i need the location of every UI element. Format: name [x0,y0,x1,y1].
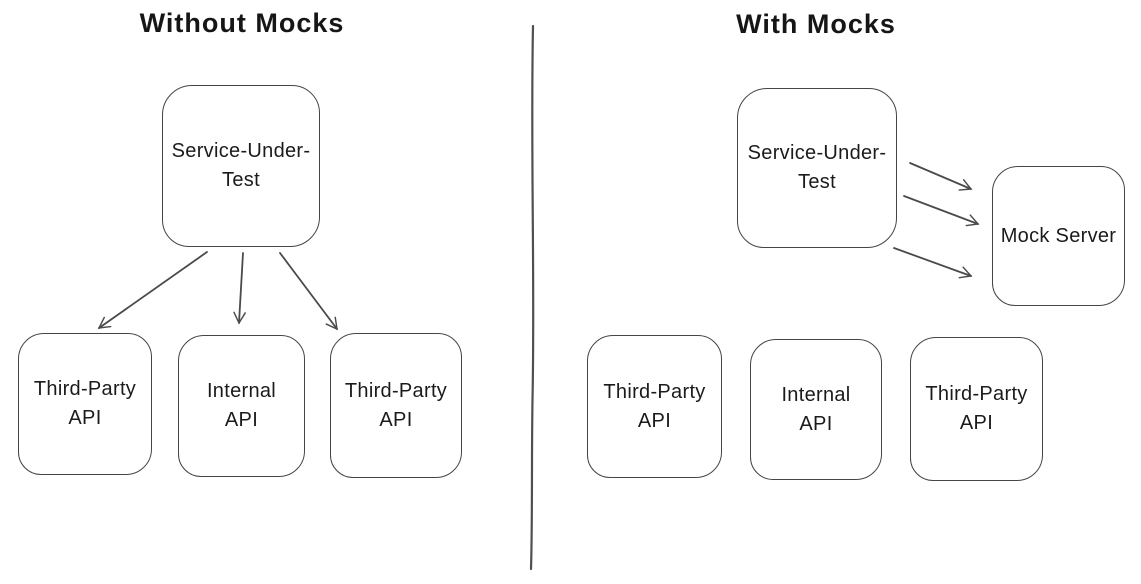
node-label: Mock Server [1000,224,1117,247]
panel-divider [529,24,535,571]
node-label: Service-Under- Test [171,140,311,191]
arrow-sut-to-mock-server-2 [903,195,980,227]
arrow-sut-to-internal-api-left [233,252,246,325]
node-label: Internal API [781,383,851,435]
left-panel-title: Without Mocks [139,8,345,38]
arrow-sut-to-mock-server-3 [893,247,973,279]
right-panel-title: With Mocks [736,9,896,39]
node-label: Third-Party API [33,378,137,429]
arrow-sut-to-third-party-left [97,251,208,329]
node-label: Third-Party API [603,380,706,432]
node-mock-server: Mock Server [992,166,1125,306]
node-third-party-api-left-2: Third-Party API [330,333,462,478]
node-internal-api-left: Internal API [178,335,305,477]
node-label: Service-Under- Test [747,142,887,193]
node-third-party-api-left-1: Third-Party API [18,333,152,475]
node-label: Internal API [206,380,277,431]
node-third-party-api-right-1: Third-Party API [587,335,722,478]
node-label: Third-Party API [925,383,1028,434]
node-third-party-api-right-2: Third-Party API [910,337,1043,481]
arrow-sut-to-third-party-right [279,252,338,331]
node-service-under-test-right: Service-Under- Test [737,88,897,248]
node-internal-api-right: Internal API [750,339,882,480]
arrow-sut-to-mock-server-1 [909,162,973,191]
node-service-under-test-left: Service-Under- Test [162,85,320,247]
node-label: Third-Party API [344,379,448,431]
